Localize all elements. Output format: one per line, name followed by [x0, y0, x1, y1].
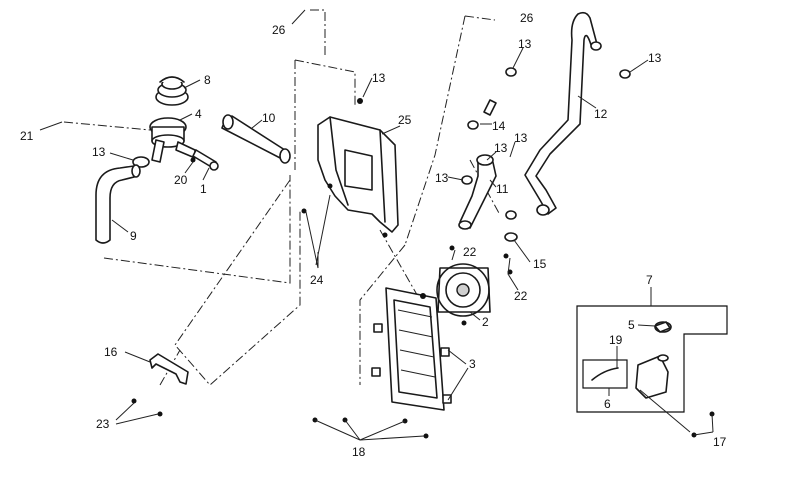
callout-22-lower: 22	[514, 289, 528, 303]
callout-5: 5	[628, 318, 635, 332]
callout-20: 20	[174, 173, 188, 187]
filler-neck-part	[149, 117, 196, 163]
callout-2: 2	[482, 315, 489, 329]
callout-12: 12	[594, 107, 608, 121]
callout-4: 4	[195, 107, 202, 121]
short-radiator-hose-part	[458, 154, 497, 230]
callout-13-reservoir: 13	[372, 71, 386, 85]
callout-17: 17	[713, 435, 727, 449]
callout-labels: 21 8 4 10 13 20 1 9 26 13 25 24 26 13 13…	[20, 11, 727, 459]
callout-6: 6	[604, 397, 611, 411]
callout-21: 21	[20, 129, 34, 143]
overflow-tank-assembly-box	[576, 305, 728, 438]
callout-26-right: 26	[520, 11, 534, 25]
callout-25: 25	[398, 113, 412, 127]
radiator-hose-lower-part	[95, 164, 141, 244]
callout-1: 1	[200, 182, 207, 196]
leader-lines	[39, 9, 714, 441]
callout-22-upper: 22	[463, 245, 477, 259]
callout-11: 11	[496, 182, 509, 196]
radiator-hose-upper-part	[524, 11, 602, 216]
hose-fitting-part	[190, 149, 219, 171]
clamps-group-right	[461, 175, 518, 242]
callout-16: 16	[104, 345, 118, 359]
callout-14: 14	[492, 119, 506, 133]
callout-26-left: 26	[272, 23, 286, 37]
callout-23: 23	[96, 417, 110, 431]
callout-15: 15	[533, 257, 547, 271]
callout-9: 9	[130, 229, 137, 243]
callout-24: 24	[310, 273, 324, 287]
callout-13-mid-right: 13	[514, 131, 528, 145]
callout-13-mid: 13	[494, 141, 508, 155]
assembly-chain-lines	[63, 9, 501, 386]
radiator-core-part	[371, 287, 452, 411]
callout-7: 7	[646, 273, 653, 287]
small-hose-fittings-part	[467, 67, 631, 130]
callout-3: 3	[469, 357, 476, 371]
coolant-reservoir-shroud-part	[301, 98, 399, 238]
callout-13-top: 13	[518, 37, 532, 51]
mounting-bracket-part	[131, 353, 189, 417]
cooling-fan-part	[436, 245, 513, 326]
callout-10: 10	[262, 111, 276, 125]
callout-13-far-right: 13	[648, 51, 662, 65]
radiator-cap-part	[155, 76, 189, 106]
coolant-pipe-part	[221, 114, 291, 164]
callout-13-left-mid: 13	[435, 171, 449, 185]
callout-8: 8	[204, 73, 211, 87]
callout-13-clamp-left: 13	[92, 145, 106, 159]
callout-19: 19	[609, 333, 623, 347]
callout-18: 18	[352, 445, 366, 459]
